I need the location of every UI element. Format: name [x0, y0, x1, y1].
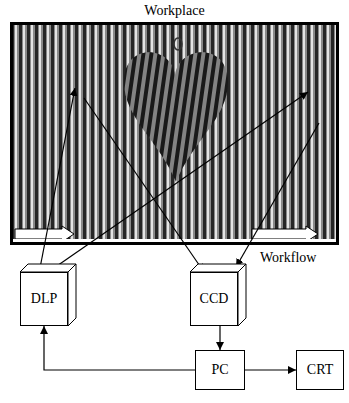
workflow-arrow	[252, 226, 318, 239]
fringe-field	[13, 25, 336, 239]
workplace-frame: Workplace	[8, 3, 341, 245]
signal-arrow	[219, 326, 220, 350]
cube-face: DLP	[20, 272, 68, 326]
cube-face: CCD	[190, 272, 238, 326]
fringe-pattern	[13, 25, 336, 239]
flow-label: Workflow	[258, 250, 318, 265]
signal-arrow	[44, 326, 195, 370]
cube-side	[238, 264, 246, 326]
node-label: CCD	[200, 291, 229, 306]
signal-arrow	[245, 369, 296, 370]
signal-arrow	[84, 98, 204, 272]
cube-top	[190, 264, 246, 272]
frame-border	[10, 22, 339, 245]
signal-arrow	[236, 123, 319, 267]
projector-box: DLP	[20, 264, 76, 326]
signal-arrow	[54, 92, 308, 268]
node-label: DLP	[31, 291, 57, 306]
node-label: PC	[211, 362, 228, 377]
node-label: Workplace	[141, 3, 207, 18]
signal-arrow	[40, 88, 75, 268]
heart-object	[124, 52, 228, 182]
cube-side	[68, 264, 76, 326]
camera-box: CCD	[190, 264, 246, 326]
node-label: CRT	[307, 362, 333, 377]
cube-front	[191, 273, 238, 326]
frame-heading: Workplace	[8, 3, 341, 18]
workflow-arrow	[15, 226, 74, 239]
computer-box: PC	[195, 350, 245, 390]
cube-top	[20, 264, 76, 272]
heart-shading	[124, 52, 228, 182]
heart-hoop	[174, 38, 182, 50]
monitor-box: CRT	[296, 350, 344, 390]
cube-front	[21, 273, 68, 326]
